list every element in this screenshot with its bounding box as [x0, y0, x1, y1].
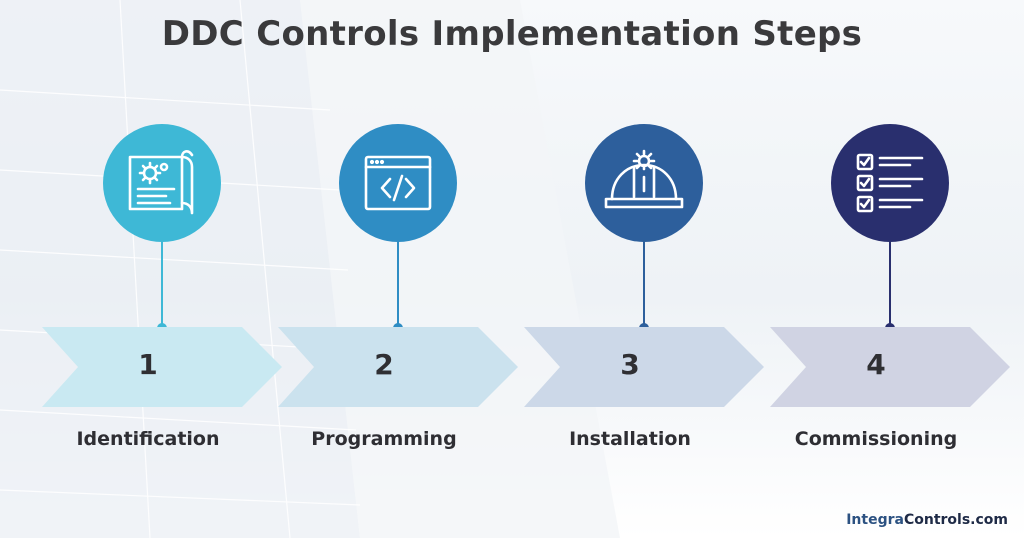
code-window-icon [364, 155, 432, 211]
step-3-label: Installation [569, 428, 691, 450]
step-4-chevron [770, 327, 1010, 407]
step-1-label: Identification [76, 428, 220, 450]
step-1-number: 1 [138, 348, 158, 381]
step-4-connector [889, 240, 891, 330]
step-1: 1 Identification [42, 0, 282, 538]
step-1-circle [103, 124, 221, 242]
step-1-chevron [42, 327, 282, 407]
step-2-chevron [278, 327, 518, 407]
brand-part2: Controls.com [903, 512, 1008, 528]
step-3-connector [643, 240, 645, 330]
step-2-connector [397, 240, 399, 330]
hard-hat-icon [604, 149, 684, 209]
step-2-circle [339, 124, 457, 242]
step-3-circle [585, 124, 703, 242]
step-4-label: Commissioning [794, 428, 958, 450]
brand-logo: IntegraControls.com [846, 512, 1008, 528]
step-4-number: 4 [866, 348, 886, 381]
step-2-label: Programming [311, 428, 457, 450]
page-title: DDC Controls Implementation Steps [161, 14, 863, 54]
blueprint-gear-icon [128, 150, 194, 215]
step-2: 2 Programming [278, 0, 518, 538]
step-3-chevron [524, 327, 764, 407]
step-4: 4 Commissioning [770, 0, 1010, 538]
step-3-number: 3 [620, 348, 640, 381]
step-3: 3 Installation [524, 0, 764, 538]
brand-part1: Integra [846, 512, 904, 528]
step-4-circle [831, 124, 949, 242]
step-2-number: 2 [374, 348, 394, 381]
step-1-connector [161, 240, 163, 330]
checklist-icon [856, 153, 924, 213]
